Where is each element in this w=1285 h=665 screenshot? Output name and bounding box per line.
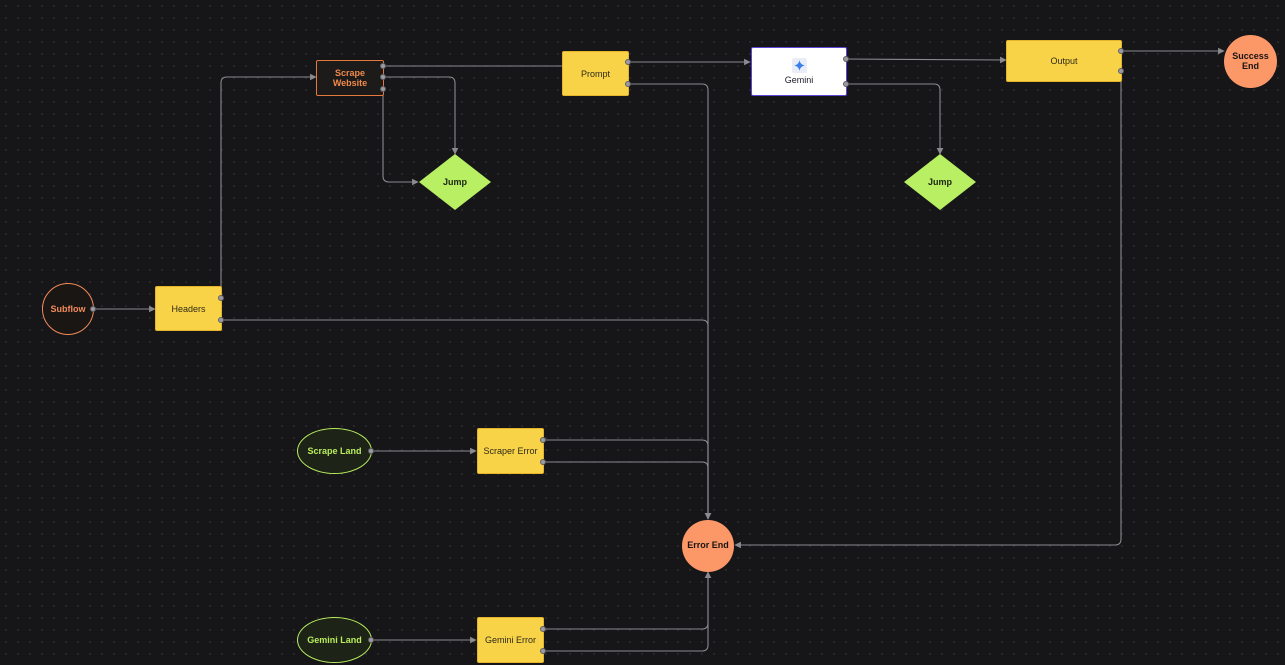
gemini-sparkle-icon [791,58,807,73]
gemini-error-label: Gemini Error [484,635,536,645]
port-scrapeland-out[interactable] [368,448,374,454]
edge-gemini-jump [846,83,944,155]
scrape-land-node[interactable]: Scrape Land [297,428,372,474]
jump-1-label: Jump [442,177,467,187]
edge-geminierror-error-1 [543,571,712,630]
edge-gemini-output [845,56,1007,64]
scraper-error-label: Scraper Error [483,446,538,456]
port-scrape-out-1[interactable] [380,63,386,69]
port-output-out-2[interactable] [1118,68,1124,74]
edge-scrape-jump-left [382,89,419,186]
edge-geminierror-error-2 [543,572,709,652]
gemini-node[interactable]: Gemini [751,47,847,96]
success-end-node[interactable]: Success End [1224,35,1277,88]
jump-node-1[interactable]: Jump [419,154,491,210]
jump-2-label: Jump [927,177,952,187]
edge-scrapererror-error-2 [543,461,709,519]
port-prompt-out-1[interactable] [625,59,631,65]
gemini-land-label: Gemini Land [307,635,362,645]
port-subflow-out[interactable] [90,306,96,312]
port-gemini-out-2[interactable] [843,81,849,87]
edge-headers-error [221,319,712,520]
port-headers-out-2[interactable] [218,317,224,323]
output-label: Output [1050,56,1078,66]
port-output-out-1[interactable] [1118,48,1124,54]
error-end-label: Error End [687,540,729,551]
jump-node-2[interactable]: Jump [904,154,976,210]
port-geminierror-out-2[interactable] [540,648,546,654]
edge-prompt-error [628,83,712,520]
edge-output-error [734,71,1122,549]
scraper-error-node[interactable]: Scraper Error [477,428,544,474]
success-end-label-line2: End [1242,60,1259,71]
prompt-label: Prompt [580,68,610,79]
port-headers-out-1[interactable] [218,295,224,301]
port-prompt-out-2[interactable] [625,81,631,87]
port-geminiland-out[interactable] [368,637,374,643]
port-gemini-out-1[interactable] [843,56,849,62]
scrape-website-label: Scrape Website [332,68,368,88]
scrape-website-node[interactable]: Scrape Website [316,60,384,96]
headers-label: Headers [171,303,206,314]
subflow-node[interactable]: Subflow [42,283,94,335]
error-end-node[interactable]: Error End [682,520,734,572]
gemini-error-node[interactable]: Gemini Error [477,617,544,663]
scrape-land-label: Scrape Land [307,446,362,456]
edge-scrape-jump-top [383,76,459,155]
port-scrapererror-out-2[interactable] [540,459,546,465]
gemini-label: Gemini [784,75,814,85]
edge-scrapererror-error-1 [543,439,709,519]
headers-node[interactable]: Headers [155,286,222,331]
edge-headers-scrape [220,73,317,298]
prompt-node[interactable]: Prompt [562,51,629,96]
output-node[interactable]: Output [1006,40,1122,82]
subflow-label: Subflow [50,304,86,314]
port-scrape-out-2[interactable] [380,74,386,80]
port-geminierror-out-1[interactable] [540,626,546,632]
success-end-label-line1: Success [1232,51,1269,62]
gemini-land-node[interactable]: Gemini Land [297,617,372,663]
port-scrapererror-out-1[interactable] [540,437,546,443]
port-scrape-out-3[interactable] [380,86,386,92]
